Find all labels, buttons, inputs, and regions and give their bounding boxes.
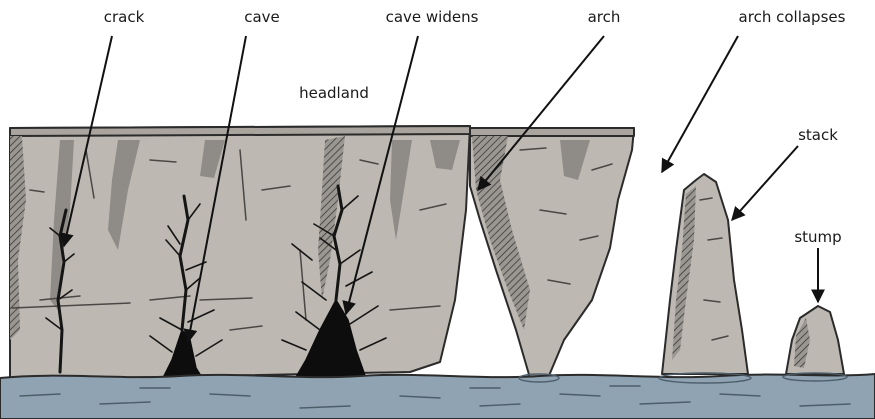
arch-rock (470, 128, 634, 378)
stack-arrow (732, 146, 798, 220)
arch-collapses-arrow (662, 36, 738, 172)
stump-rock (786, 306, 844, 374)
label-cave-widens: cave widens (386, 8, 479, 26)
stack-rock (662, 174, 748, 374)
sea (0, 373, 875, 419)
label-stump: stump (794, 228, 841, 246)
label-cave: cave (244, 8, 280, 26)
label-arch: arch (588, 8, 621, 26)
label-stack: stack (798, 126, 838, 144)
label-crack: crack (104, 8, 145, 26)
label-headland: headland (299, 84, 369, 102)
label-arch-collapses: arch collapses (739, 8, 846, 26)
headland-cliff (10, 126, 470, 380)
